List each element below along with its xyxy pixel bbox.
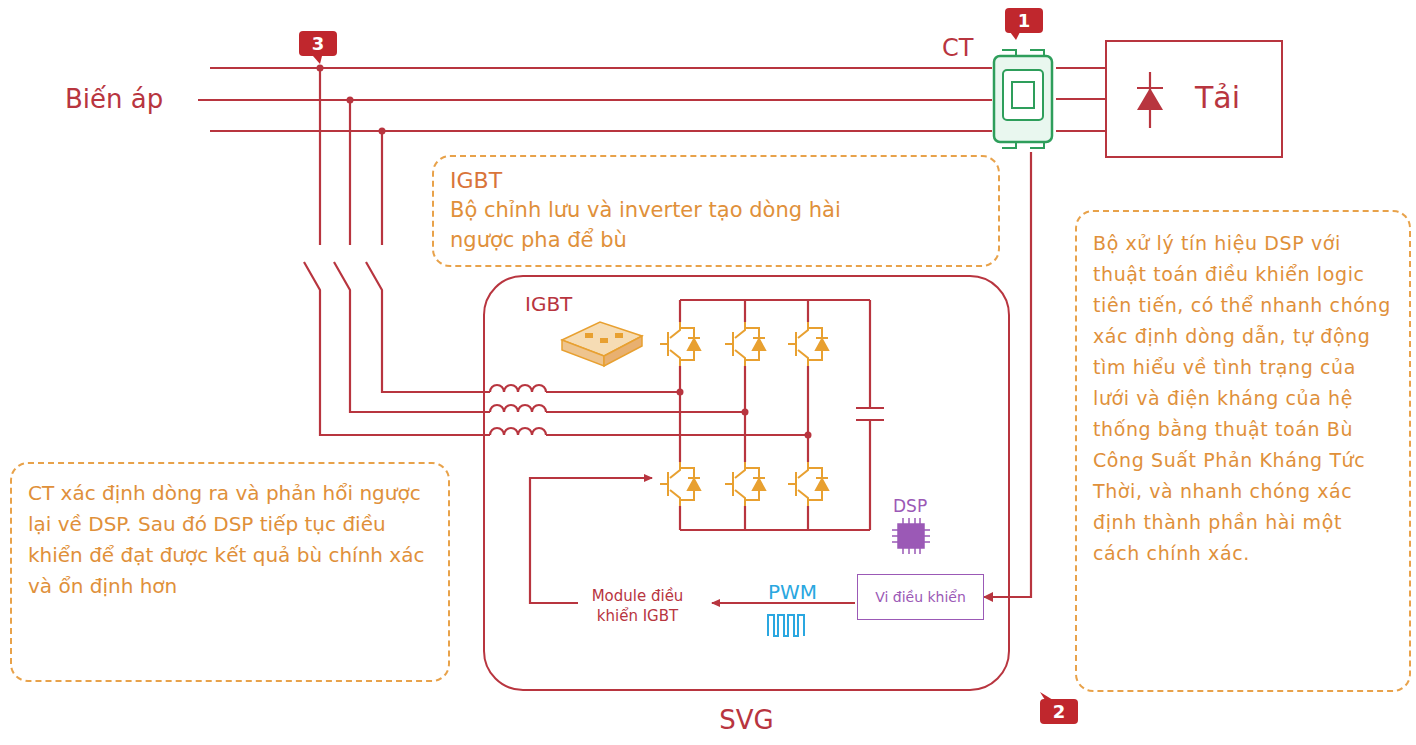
node-text: CT xác định dòng ra và phản hổi ngược lạ… <box>28 478 434 602</box>
inductor-coil <box>490 428 546 435</box>
igbt-symbol <box>725 322 765 366</box>
igbt-symbol <box>788 322 828 366</box>
diode-symbol <box>688 479 700 490</box>
igbt-symbol <box>725 462 765 506</box>
microcontroller-box: Vi điều khiển <box>857 574 984 620</box>
igbt-symbol <box>660 462 700 506</box>
load-box: Tải <box>1105 40 1283 158</box>
node-text: Bộ xử lý tín hiệu DSP với thuật toán điề… <box>1093 228 1395 569</box>
inductor-symbols <box>490 385 548 435</box>
inductor-coil <box>490 405 546 412</box>
pwm-wave-icon <box>768 615 804 636</box>
source-label: Biến áp <box>65 84 163 114</box>
diode-symbol <box>753 339 765 350</box>
signal-label: PWM <box>768 580 817 604</box>
igbt-symbol <box>788 462 828 506</box>
node-text: Bộ chỉnh lưu và inverter tạo dòng hài ng… <box>450 195 890 255</box>
callout-pointers <box>313 32 1053 700</box>
signal-wire <box>984 152 1031 597</box>
module-label: Module điều khiển IGBT <box>580 586 695 626</box>
callout-heading: IGBT <box>450 167 982 195</box>
callout-number: 2 <box>1040 699 1078 724</box>
diode-symbol <box>816 479 828 490</box>
callout-box: CT xác định dòng ra và phản hổi ngược lạ… <box>10 462 450 682</box>
node-text: SVG <box>485 705 1008 735</box>
node-text: Vi điều khiển <box>875 589 966 605</box>
current-transformer: CT <box>990 46 1056 152</box>
chip-label: DSP <box>893 496 927 516</box>
callout-box: Bộ xử lý tín hiệu DSP với thuật toán điề… <box>1075 210 1411 692</box>
igbt-symbol <box>660 322 700 366</box>
inductor-coil <box>490 385 546 392</box>
node-text: Tải <box>1195 80 1240 115</box>
diode-symbol <box>688 339 700 350</box>
diode-symbol <box>816 339 828 350</box>
callout-number: 1 <box>1005 8 1043 33</box>
dsp-chip-icon <box>892 518 930 554</box>
diode-symbol <box>1125 70 1175 130</box>
signal-wire <box>1056 98 1105 100</box>
ct-icon <box>990 46 1056 152</box>
svg-housing: SVGVi điều khiển <box>483 275 1010 691</box>
part-label: IGBT <box>525 292 572 316</box>
diode-symbol <box>753 479 765 490</box>
igbt-symbols <box>660 322 828 506</box>
callout-number: 3 <box>299 31 337 56</box>
callout-box: IGBTBộ chỉnh lưu và inverter tạo dòng hà… <box>432 155 1000 267</box>
igbt-module-picture <box>562 322 642 366</box>
node-text: CT <box>942 34 973 62</box>
